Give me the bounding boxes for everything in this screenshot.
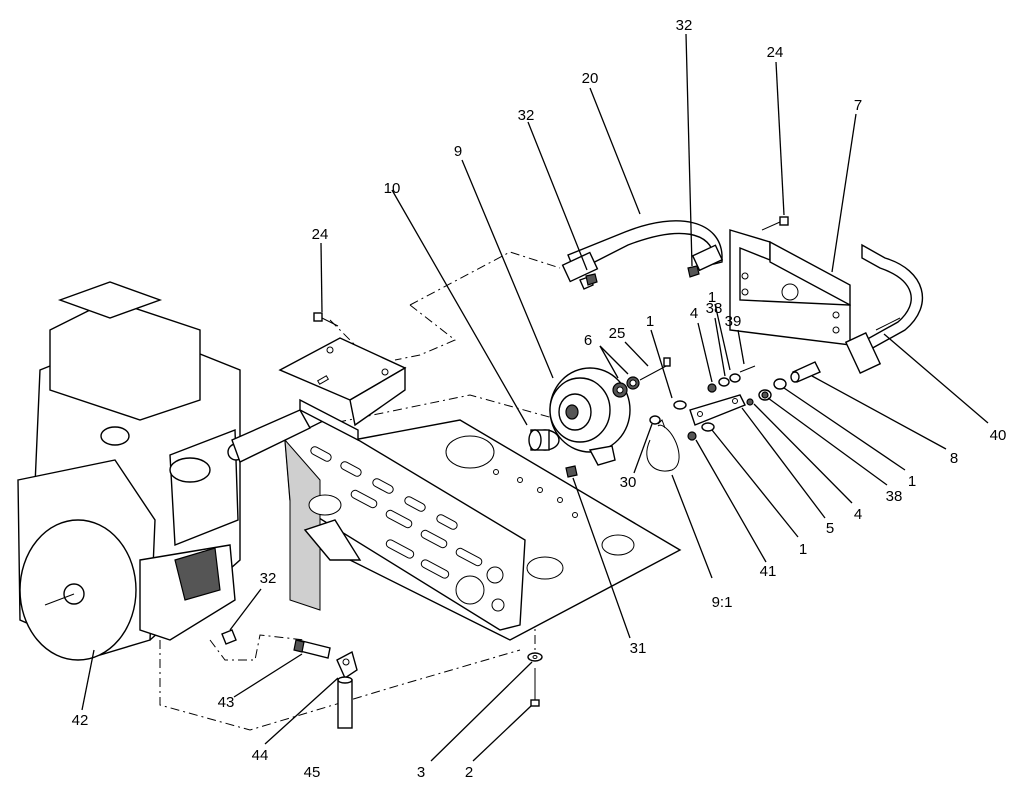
callout-44: 44 [252, 747, 269, 764]
callout-30: 30 [620, 474, 637, 491]
callout-3: 3 [417, 764, 425, 781]
electric-clutch [549, 367, 631, 466]
callout-4-right: 4 [854, 506, 862, 523]
callout-38-right: 38 [886, 488, 903, 505]
callout-1-upper-left: 1 [646, 313, 654, 330]
callout-41: 41 [760, 563, 777, 580]
bolt-25 [639, 357, 671, 381]
callout-32-guard-left: 32 [518, 107, 535, 124]
nut-32-lower [221, 629, 237, 645]
callout-9-1: 9:1 [712, 594, 733, 611]
callout-5: 5 [826, 520, 834, 537]
washer-1-upper [673, 400, 687, 410]
callout-10: 10 [384, 180, 401, 197]
callout-7: 7 [854, 97, 862, 114]
spacer-8 [790, 361, 821, 383]
callout-2: 2 [465, 764, 473, 781]
callout-1-lower: 1 [799, 541, 807, 558]
nut-32-guard-right [687, 265, 700, 278]
callout-43: 43 [218, 694, 235, 711]
engine-mount-bracket [278, 337, 407, 442]
elbow-fitting-44 [336, 650, 358, 680]
callout-25: 25 [609, 325, 626, 342]
callout-38-upper: 38 [706, 300, 723, 317]
callout-9: 9 [454, 143, 462, 160]
engine [17, 281, 245, 661]
bolt-2 [530, 668, 540, 707]
callout-4-upper: 4 [690, 305, 698, 322]
callout-labels: 32 32 20 24 7 9 10 24 6 25 1 4 38 1 39 4… [72, 17, 1007, 781]
leader-lines [81, 33, 989, 762]
hardware-38-4-upper [707, 365, 756, 393]
nut-32-guard-left [585, 273, 598, 286]
rear-belt-guard-40 [844, 243, 924, 374]
callout-24-right: 24 [767, 44, 784, 61]
washer-30 [649, 415, 661, 425]
callout-42: 42 [72, 712, 89, 729]
callout-24-left: 24 [312, 226, 329, 243]
callout-32-lower: 32 [260, 570, 277, 587]
callout-32-guard-right: 32 [676, 17, 693, 34]
callout-39: 39 [725, 313, 742, 330]
callout-8: 8 [950, 450, 958, 467]
callout-40: 40 [990, 427, 1007, 444]
hardware-idler-right [746, 378, 787, 406]
nut-31 [565, 465, 578, 478]
washer-6b [626, 376, 640, 390]
idler-bracket-7 [729, 229, 851, 346]
idler-arm-5 [689, 394, 746, 426]
callout-45: 45 [304, 764, 321, 781]
clutch-strap-9-1 [646, 419, 680, 472]
belt-guard [561, 220, 724, 290]
side-frame [284, 419, 526, 631]
callout-6: 6 [584, 332, 592, 349]
fitting-43 [293, 639, 331, 659]
callout-1-upper-right: 1 [708, 289, 716, 306]
bolt-24-left [313, 312, 339, 327]
nut-41 [687, 431, 697, 441]
washer-3 [527, 652, 543, 662]
callout-31: 31 [630, 640, 647, 657]
washer-6a [612, 382, 628, 398]
cylinder-45 [337, 676, 353, 729]
callout-20: 20 [582, 70, 599, 87]
bolt-24-right [761, 216, 789, 231]
callout-1-right: 1 [908, 473, 916, 490]
lower-washer-1 [701, 422, 715, 432]
engine-exhaust-tube [231, 409, 311, 463]
spacer-10 [528, 429, 560, 451]
